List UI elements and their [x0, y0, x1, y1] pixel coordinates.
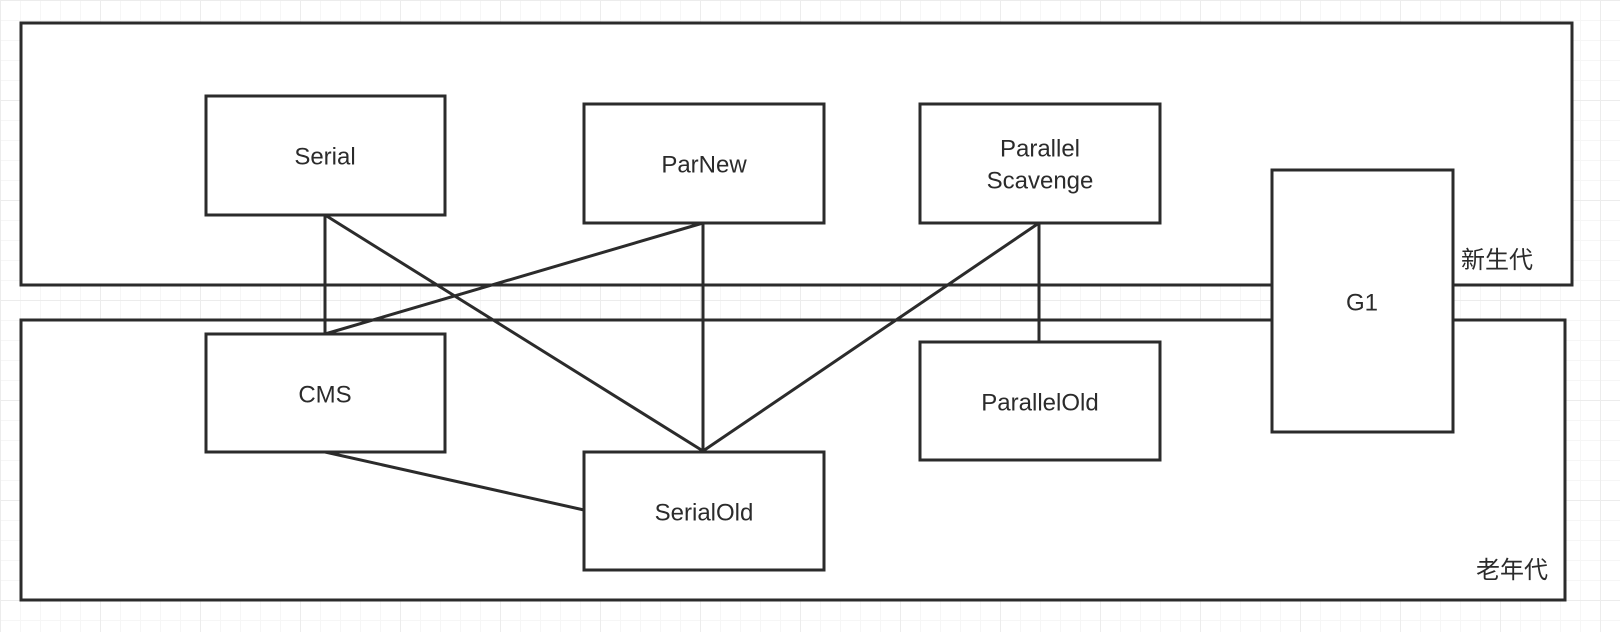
- node-parallel-scavenge: Parallel Scavenge: [918, 102, 1162, 225]
- node-serial-old: SerialOld: [582, 450, 826, 572]
- node-parallel-scavenge-label-line2: Scavenge: [987, 167, 1094, 194]
- node-parnew-label: ParNew: [661, 151, 747, 178]
- edge-cms-serialold: [324, 450, 585, 512]
- young-generation-label: 新生代: [1461, 246, 1533, 274]
- edge-serial-serialold: [324, 213, 704, 453]
- old-generation-label: 老年代: [1476, 556, 1548, 584]
- edges-group: [323, 213, 1041, 512]
- edge-parallelscavenge-serialold: [702, 221, 1040, 453]
- edge-parnew-cms: [324, 221, 704, 336]
- node-parallel-old-label: ParallelOld: [981, 389, 1098, 416]
- node-g1-label: G1: [1346, 289, 1378, 316]
- node-g1: G1: [1270, 168, 1455, 434]
- node-serial-old-label: SerialOld: [655, 499, 754, 526]
- node-parallel-scavenge-label-line1: Parallel: [1000, 135, 1080, 162]
- node-parallel-old: ParallelOld: [918, 340, 1162, 462]
- node-cms: CMS: [204, 332, 447, 454]
- node-parnew: ParNew: [582, 102, 826, 225]
- node-serial-label: Serial: [294, 143, 355, 170]
- node-serial: Serial: [204, 94, 447, 217]
- node-cms-label: CMS: [298, 381, 351, 408]
